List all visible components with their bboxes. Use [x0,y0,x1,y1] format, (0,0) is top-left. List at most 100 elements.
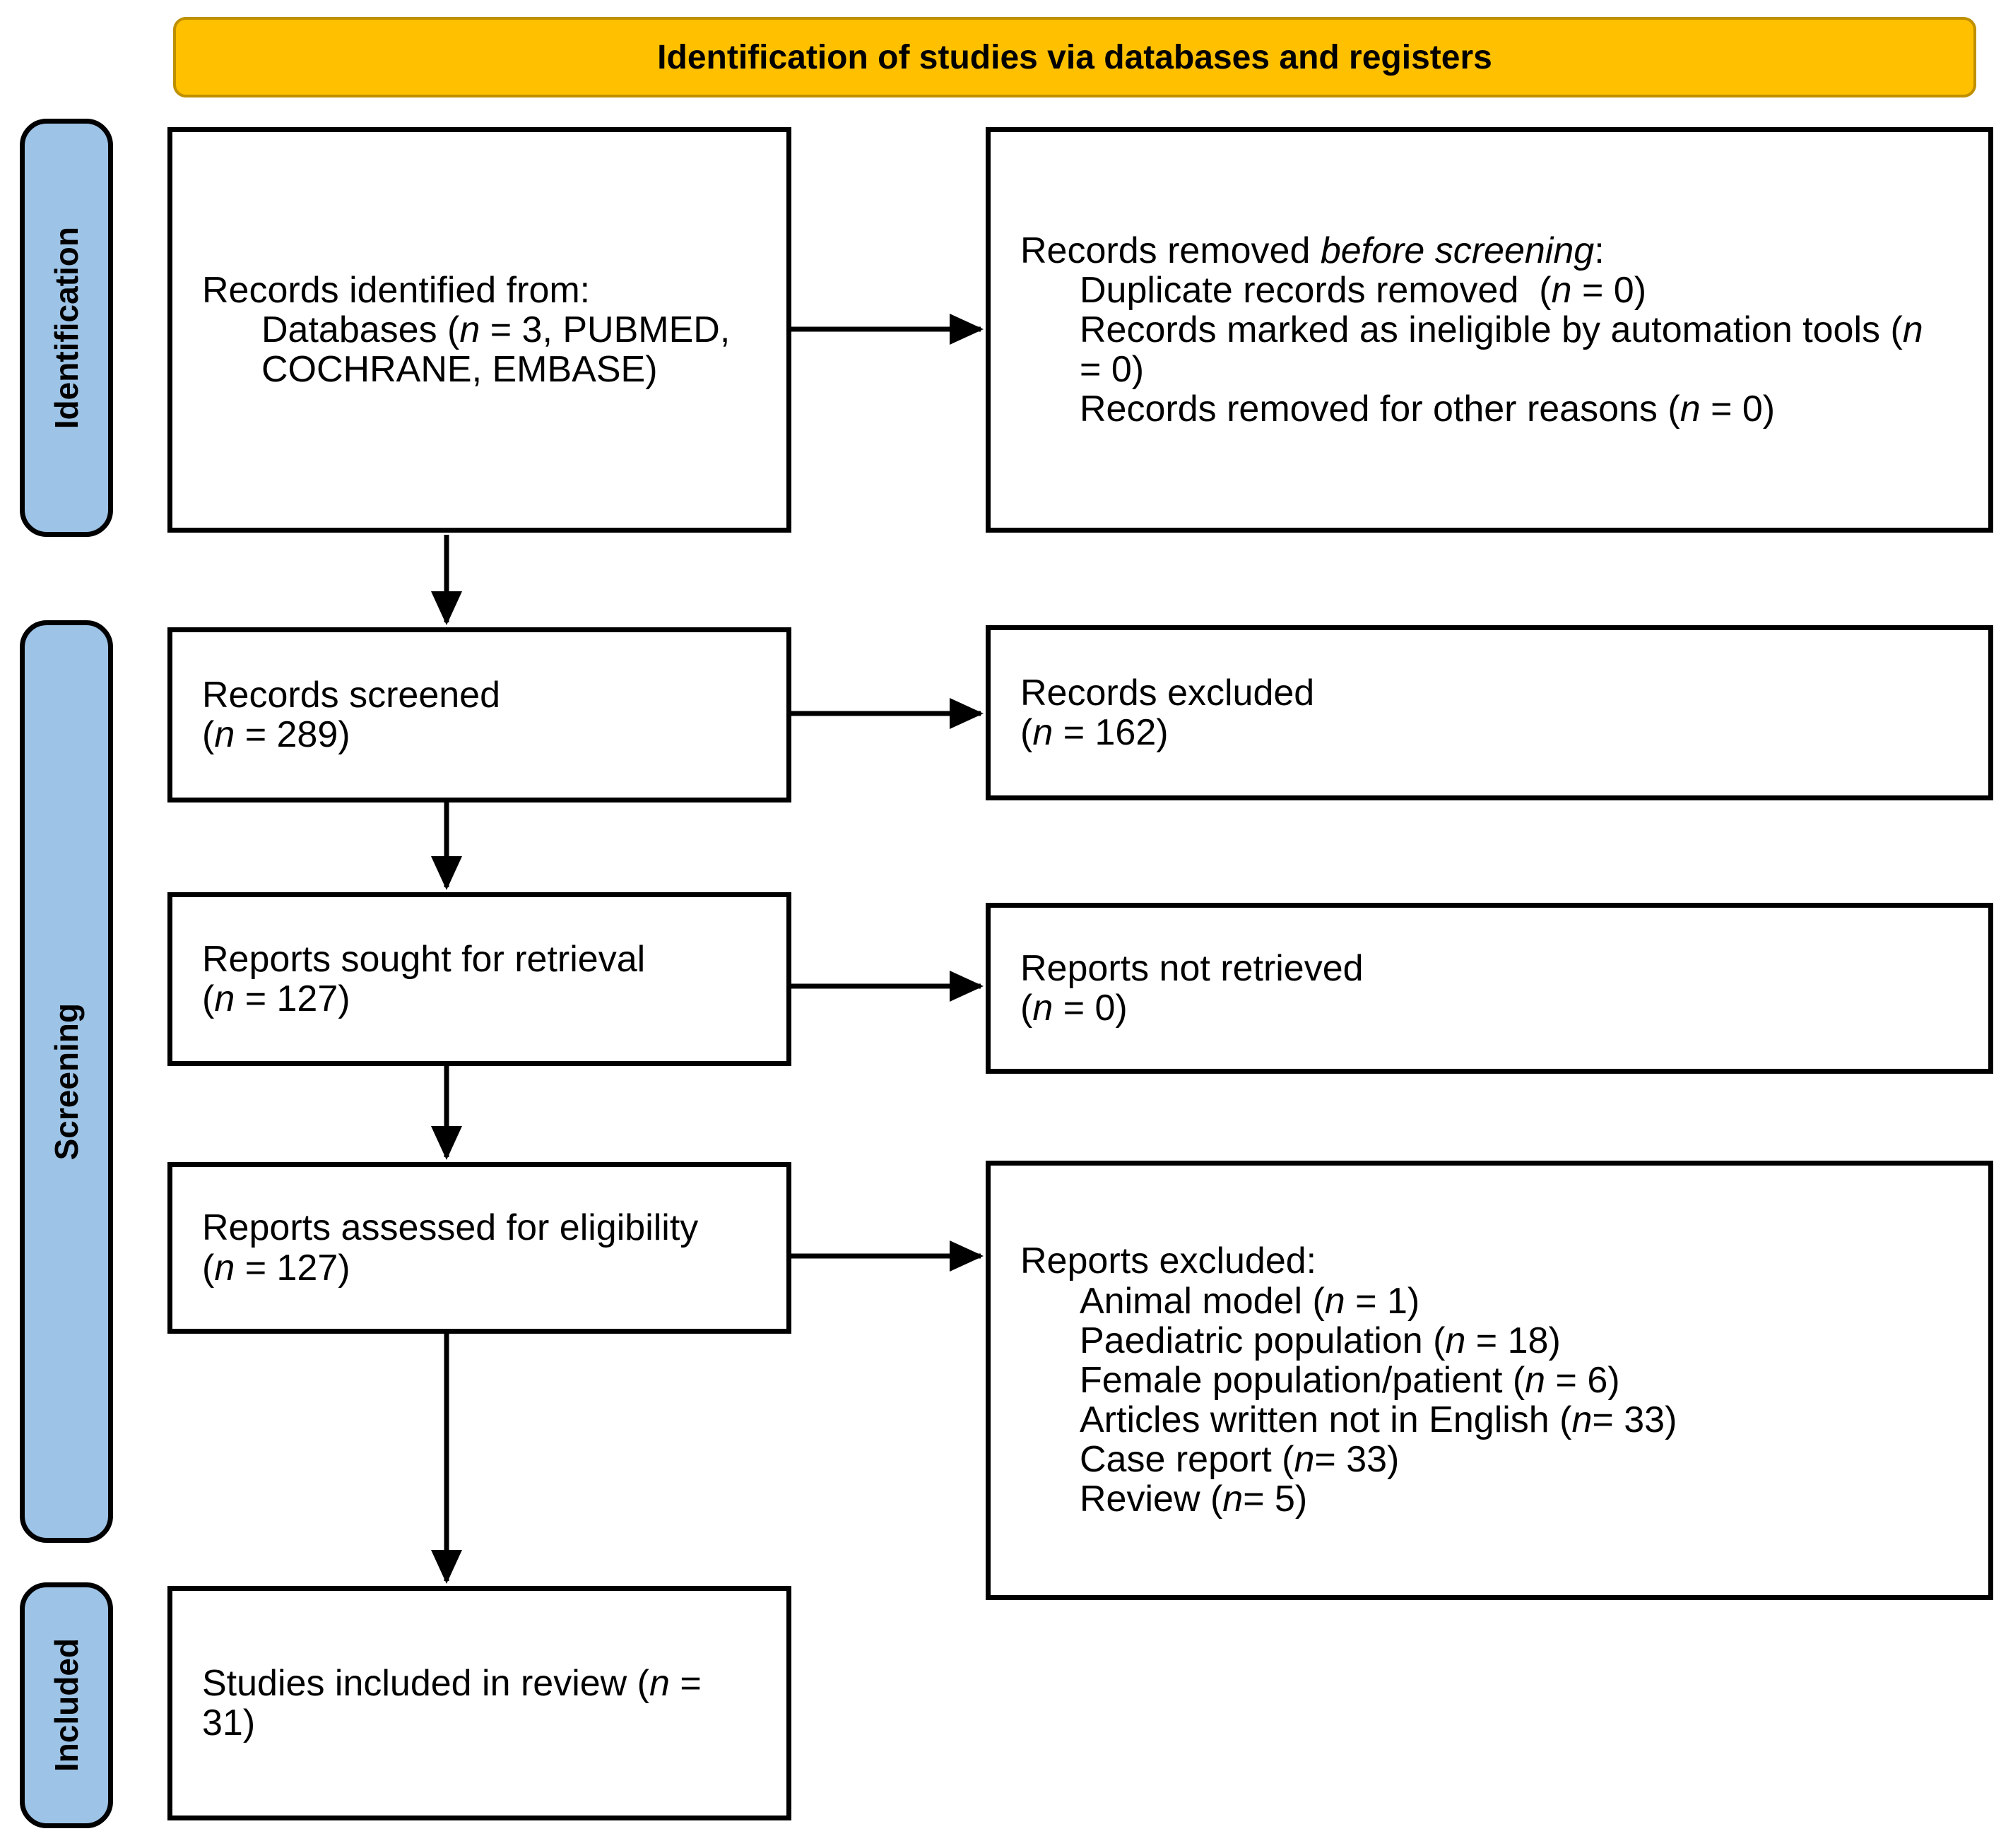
text-segment: = 289) [235,714,350,755]
italic-text-segment: n [1571,1399,1593,1441]
text-line: Female population/patient (n = 6) [1020,1361,1970,1400]
text-segment: = 0) [1080,349,1145,391]
text-segment: Records screened [202,674,500,716]
text-line: Reports excluded: [1020,1241,1970,1281]
italic-text-segment: n [1902,309,1923,350]
text-line: Databases (n = 3, PUBMED, [202,310,768,350]
italic-text-segment: n [1445,1320,1466,1361]
italic-text-segment: n [1324,1280,1345,1322]
text-line: Records screened [202,675,768,715]
text-segment: = 6) [1545,1359,1620,1401]
stage-included: Included [20,1582,113,1828]
text-segment: Female population/patient ( [1080,1359,1525,1401]
text-segment: Reports assessed for eligibility [202,1207,699,1249]
text-segment: = [669,1662,702,1704]
text-line: (n = 289) [202,715,768,754]
banner: Identification of studies via databases … [173,17,1976,97]
stage-screening-label: Screening [48,1002,85,1161]
text-line: Studies included in review (n = [202,1664,768,1703]
italic-text-segment: before screening [1320,230,1595,271]
text-segment: : [1594,230,1605,271]
text-segment: = 0) [1571,269,1647,311]
text-segment: ( [1020,712,1033,753]
text-line: 31) [202,1703,768,1743]
reports-assessed-box: Reports assessed for eligibility(n = 127… [167,1162,791,1334]
text-line: Records marked as ineligible by automati… [1020,310,1970,350]
text-segment: Duplicate records removed ( [1080,269,1552,311]
reports-sought-box: Reports sought for retrieval(n = 127) [167,892,791,1066]
text-segment: ( [202,978,215,1019]
text-line: Reports sought for retrieval [202,940,768,979]
italic-text-segment: n [1294,1439,1315,1481]
text-segment: Records marked as ineligible by automati… [1080,309,1903,350]
text-line: = 0) [1020,350,1970,389]
italic-text-segment: n [459,309,480,350]
italic-text-segment: n [214,1247,235,1289]
text-segment: Animal model ( [1080,1280,1325,1322]
text-segment: = 0) [1700,389,1776,430]
text-segment: Review ( [1080,1479,1223,1520]
text-segment: Reports sought for retrieval [202,938,646,980]
italic-text-segment: n [214,978,235,1019]
text-segment: Studies included in review ( [202,1662,649,1704]
text-segment: = 18) [1465,1320,1561,1361]
records-identified-box: Records identified from:Databases (n = 3… [167,127,791,533]
text-segment: ( [202,714,215,755]
text-segment: ( [1020,988,1033,1029]
italic-text-segment: n [1680,389,1701,430]
text-segment: Databases ( [261,309,460,350]
text-segment: = 5) [1243,1479,1308,1520]
text-segment: ( [202,1247,215,1289]
text-line: Case report (n= 33) [1020,1440,1970,1479]
text-segment: = 3, PUBMED, [480,309,731,350]
text-segment: = 1) [1345,1280,1420,1322]
text-segment: Articles written not in English ( [1080,1399,1572,1441]
text-line: Records excluded [1020,673,1970,713]
stage-screening: Screening [20,620,113,1543]
text-segment: = 162) [1053,712,1169,753]
records-screened-box: Records screened(n = 289) [167,627,791,802]
text-segment: Reports not retrieved [1020,947,1364,989]
text-line: (n = 127) [202,979,768,1019]
stage-included-label: Included [48,1638,85,1772]
text-line: Records removed before screening: [1020,231,1970,271]
text-segment: = 127) [235,1247,350,1289]
text-segment: Reports excluded: [1020,1240,1317,1282]
italic-text-segment: n [1032,988,1053,1029]
stage-identification: Identification [20,119,113,537]
text-line: Paediatric population (n = 18) [1020,1321,1970,1361]
records-excluded-box: Records excluded(n = 162) [986,625,1993,800]
text-line: Records removed for other reasons (n = 0… [1020,389,1970,429]
text-segment: Records removed for other reasons ( [1080,389,1680,430]
text-line: Animal model (n = 1) [1020,1281,1970,1321]
text-segment: = 127) [235,978,350,1019]
text-line: (n = 0) [1020,988,1970,1028]
italic-text-segment: n [1525,1359,1546,1401]
text-line: (n = 127) [202,1248,768,1288]
records-removed-box: Records removed before screening:Duplica… [986,127,1993,533]
text-line: Articles written not in English (n= 33) [1020,1400,1970,1440]
italic-text-segment: n [1222,1479,1244,1520]
reports-not-retrieved-box: Reports not retrieved(n = 0) [986,903,1993,1074]
text-segment: Records removed [1020,230,1321,271]
italic-text-segment: n [1032,712,1053,753]
italic-text-segment: n [649,1662,670,1704]
text-line: (n = 162) [1020,713,1970,752]
text-segment: 31) [202,1702,256,1743]
stage-identification-label: Identification [48,226,85,430]
banner-title: Identification of studies via databases … [657,38,1492,76]
text-line: COCHRANE, EMBASE) [202,350,768,389]
studies-included-box: Studies included in review (n =31) [167,1586,791,1820]
text-segment: Paediatric population ( [1080,1320,1446,1361]
text-segment: Records identified from: [202,269,591,311]
italic-text-segment: n [1551,269,1572,311]
text-segment: = 0) [1053,988,1128,1029]
text-segment: = 33) [1314,1439,1400,1481]
text-segment: = 33) [1592,1399,1677,1441]
text-line: Duplicate records removed (n = 0) [1020,271,1970,310]
text-line: Reports assessed for eligibility [202,1208,768,1248]
text-segment: Records excluded [1020,672,1315,713]
text-segment: Case report ( [1080,1439,1294,1481]
text-line: Reports not retrieved [1020,949,1970,988]
